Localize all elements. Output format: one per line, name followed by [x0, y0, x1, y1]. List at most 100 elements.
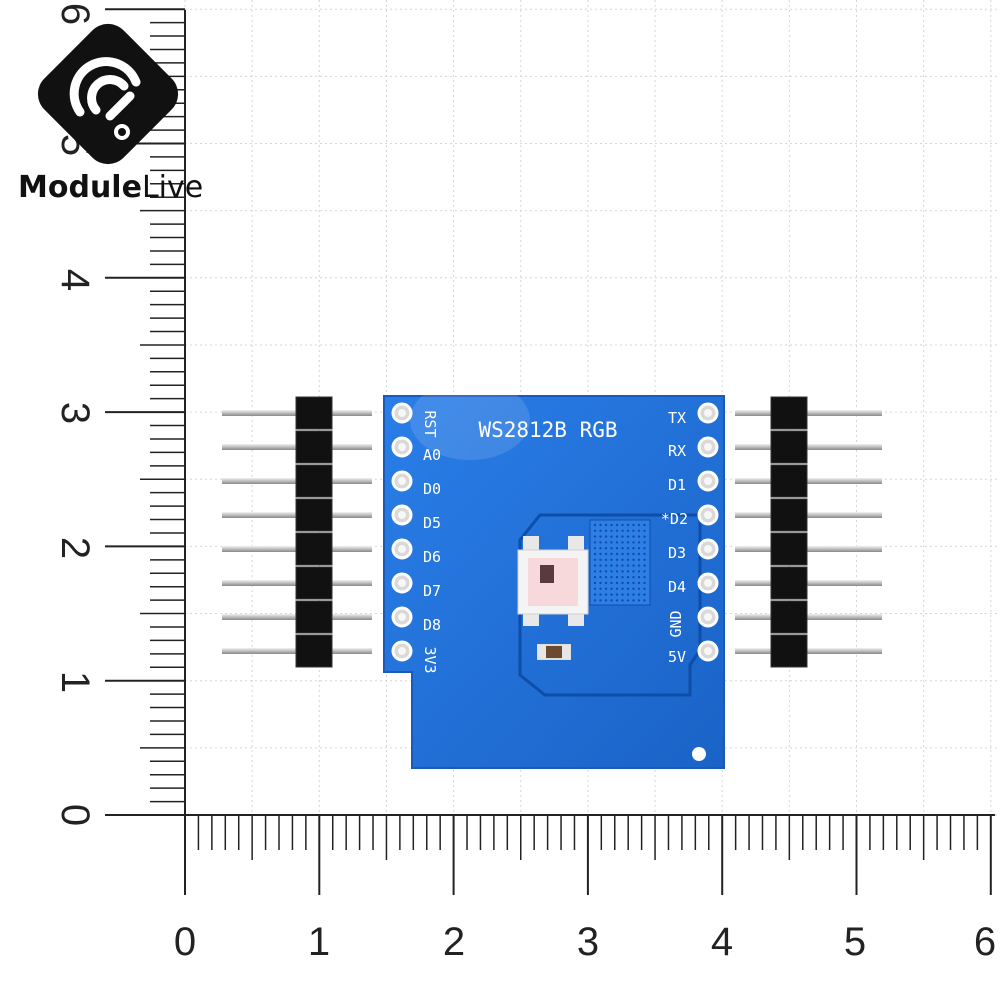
header-block [295, 498, 333, 532]
mounting-hole [692, 747, 706, 761]
pad-hole [398, 579, 406, 587]
via-dot [621, 570, 624, 573]
via-dot [593, 599, 597, 602]
via-dot [621, 599, 624, 602]
rgb-led [517, 536, 589, 626]
pin-label-a0: A0 [423, 446, 441, 464]
pin-label-rst: RST [421, 410, 439, 437]
via-dot [637, 552, 641, 556]
header-block [295, 396, 333, 430]
via-dot [621, 523, 624, 527]
via-dot [637, 593, 641, 596]
via-dot [643, 535, 646, 538]
via-dot [615, 599, 619, 602]
via-dot [615, 547, 619, 550]
via-dot [626, 587, 630, 590]
via-dot [610, 541, 613, 544]
pin-label-d3: D3 [668, 544, 686, 562]
via-dot [632, 535, 635, 538]
via-dot [599, 564, 602, 567]
via-dot [626, 558, 630, 561]
header-pin [735, 444, 882, 450]
h-number-3: 3 [577, 920, 599, 964]
via-dot [615, 564, 619, 567]
via-dot [604, 599, 608, 602]
via-dot [643, 564, 646, 567]
via-dot [610, 587, 613, 590]
via-dot [632, 558, 635, 561]
via-dot [599, 529, 602, 532]
via-dot [637, 576, 641, 579]
via-dot [632, 547, 635, 550]
h-number-5: 5 [844, 920, 866, 964]
via-dot [610, 576, 613, 579]
h-number-6: 6 [974, 920, 996, 964]
header-pin [735, 580, 882, 586]
v-number-0: 0 [53, 804, 97, 826]
via-dot [610, 599, 613, 602]
pin-label-d8: D8 [423, 616, 441, 634]
via-dot [632, 523, 635, 527]
via-dot [604, 535, 608, 538]
via-dot [626, 576, 630, 579]
via-dot [615, 558, 619, 561]
pin-label-tx: TX [668, 409, 686, 427]
ws2812b-board: WS2812B RGB RST A0 D0 D5 D6 D7 D8 3V3 TX… [383, 380, 725, 769]
via-dot [599, 581, 602, 585]
modulelive-logo: ModuleLive [18, 23, 203, 205]
via-dot [593, 570, 597, 573]
left-pads [391, 402, 413, 662]
via-dot [632, 581, 635, 585]
via-dot [604, 529, 608, 532]
header-block [295, 600, 333, 634]
via-dot [593, 547, 597, 550]
via-dot [626, 593, 630, 596]
v-number-4: 4 [53, 269, 97, 291]
via-dot [643, 523, 646, 527]
pad-hole [398, 545, 406, 553]
via-dot [637, 523, 641, 527]
right-pin-labels: TX RX D1 *D2 D3 D4 GND 5V [661, 409, 688, 666]
right-pin-header [735, 396, 882, 668]
via-dot [621, 529, 624, 532]
via-dot [615, 523, 619, 527]
via-dots [593, 523, 646, 602]
via-dot [593, 593, 597, 596]
via-dot [637, 587, 641, 590]
pin-label-3v3: 3V3 [421, 646, 439, 673]
via-dot [637, 558, 641, 561]
via-dot [621, 576, 624, 579]
via-dot [593, 564, 597, 567]
header-block [295, 566, 333, 600]
via-dot [604, 581, 608, 585]
via-dot [637, 581, 641, 585]
pin-label-rx: RX [668, 442, 686, 460]
via-dot [637, 570, 641, 573]
via-dot [626, 547, 630, 550]
via-dot [621, 558, 624, 561]
via-dot [632, 564, 635, 567]
via-dot [610, 570, 613, 573]
logo-mark-icon [69, 57, 141, 121]
via-dot [615, 529, 619, 532]
via-dot [593, 523, 597, 527]
via-dot [632, 541, 635, 544]
via-dot [615, 570, 619, 573]
via-dot [621, 587, 624, 590]
via-dot [615, 581, 619, 585]
via-dot [621, 552, 624, 556]
pin-label-d7: D7 [423, 582, 441, 600]
via-dot [632, 593, 635, 596]
header-pin [735, 478, 882, 484]
pad-hole [704, 511, 712, 519]
pad-hole [704, 477, 712, 485]
via-dot [610, 535, 613, 538]
via-dot [599, 593, 602, 596]
header-block [770, 464, 808, 498]
right-pads [697, 402, 719, 662]
via-dot [604, 552, 608, 556]
logo-text: ModuleLive [18, 170, 203, 205]
via-dot [610, 581, 613, 585]
header-block [770, 566, 808, 600]
